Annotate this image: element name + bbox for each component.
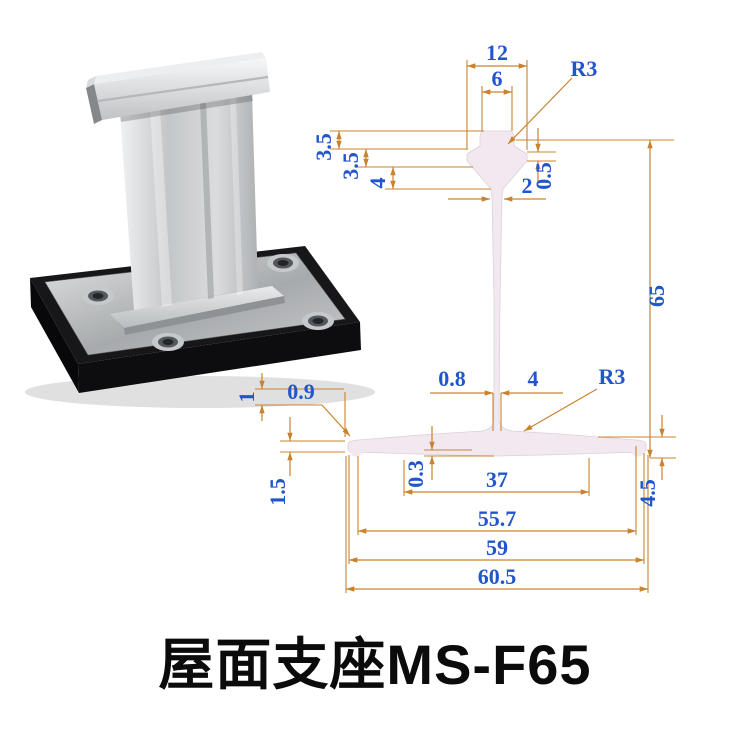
dim-group-web: 0.8 4 R3 xyxy=(430,364,626,432)
dim-label-top-inner: 6 xyxy=(492,66,503,91)
dim-label-flange-total: 60.5 xyxy=(478,564,517,589)
dim-label-head-side: 0.5 xyxy=(531,162,556,190)
leader-line xyxy=(523,388,598,432)
dim-label-flange-height: 4.5 xyxy=(635,479,660,507)
dim-label-edge-step: 1 xyxy=(234,392,259,403)
dim-label-web-thickness: 0.8 xyxy=(438,366,466,391)
dim-label-head-taper: 4 xyxy=(365,178,390,189)
screw-hole xyxy=(302,312,334,330)
rail-head-end-cap xyxy=(86,84,102,124)
dim-group-height: 65 xyxy=(516,139,676,459)
screw-hole xyxy=(267,254,299,272)
flange-bead-left xyxy=(350,447,362,457)
rail-foot-top xyxy=(110,286,284,328)
rail-head-groove xyxy=(97,75,269,103)
dim-group-top: 12 6 R3 xyxy=(466,40,598,150)
web-highlight-streak xyxy=(150,108,172,307)
dim-label-flange-outer: 59 xyxy=(486,535,508,560)
dim-label-top-width: 12 xyxy=(486,40,508,65)
dim-group-bottom-widths: 37 55.7 59 60.5 xyxy=(345,446,649,593)
rail-head-end-top xyxy=(86,76,96,88)
leader-line xyxy=(507,77,573,145)
dim-group-flange-left: 1 0.9 1.5 xyxy=(234,373,351,506)
dim-label-head-upper: 3.5 xyxy=(311,133,336,161)
web-highlight-streak xyxy=(230,97,243,295)
profile-cross-section xyxy=(347,130,647,457)
dim-group-notch: 0.3 xyxy=(403,426,494,488)
flange-bead-right xyxy=(632,447,644,457)
dim-label-web-base: 4 xyxy=(528,366,539,391)
dim-label-radius-top: R3 xyxy=(571,56,598,81)
rail-head-top-bevel xyxy=(94,52,266,84)
base-left-side xyxy=(30,278,79,393)
rail-web-face xyxy=(120,93,258,310)
screw-hole xyxy=(82,287,114,305)
dim-group-head-left: 3.5 3.5 4 xyxy=(311,130,491,190)
dim-label-edge-offset: 0.9 xyxy=(287,379,315,404)
leader-line xyxy=(321,404,351,437)
screw-hole xyxy=(152,333,184,351)
dim-label-radius-bottom: R3 xyxy=(599,364,626,389)
dim-label-flange-inner: 37 xyxy=(486,467,508,492)
dim-label-notch: 0.3 xyxy=(403,460,428,488)
dim-group-head-right: 0.5 2 xyxy=(448,128,556,202)
dim-group-flange-height: 4.5 xyxy=(598,415,676,507)
dim-label-neck: 2 xyxy=(522,173,533,198)
dim-label-flange-mid: 55.7 xyxy=(478,506,517,531)
dim-label-edge-thickness: 1.5 xyxy=(265,478,290,506)
bracket-rail xyxy=(86,52,285,335)
web-dark-streak xyxy=(200,101,214,299)
rail-foot-edge xyxy=(124,296,285,335)
dim-label-total-height: 65 xyxy=(644,285,669,307)
product-title: 屋面支座MS-F65 xyxy=(158,633,592,696)
base-front-side xyxy=(78,322,361,393)
dim-label-head-lower: 3.5 xyxy=(338,152,363,180)
